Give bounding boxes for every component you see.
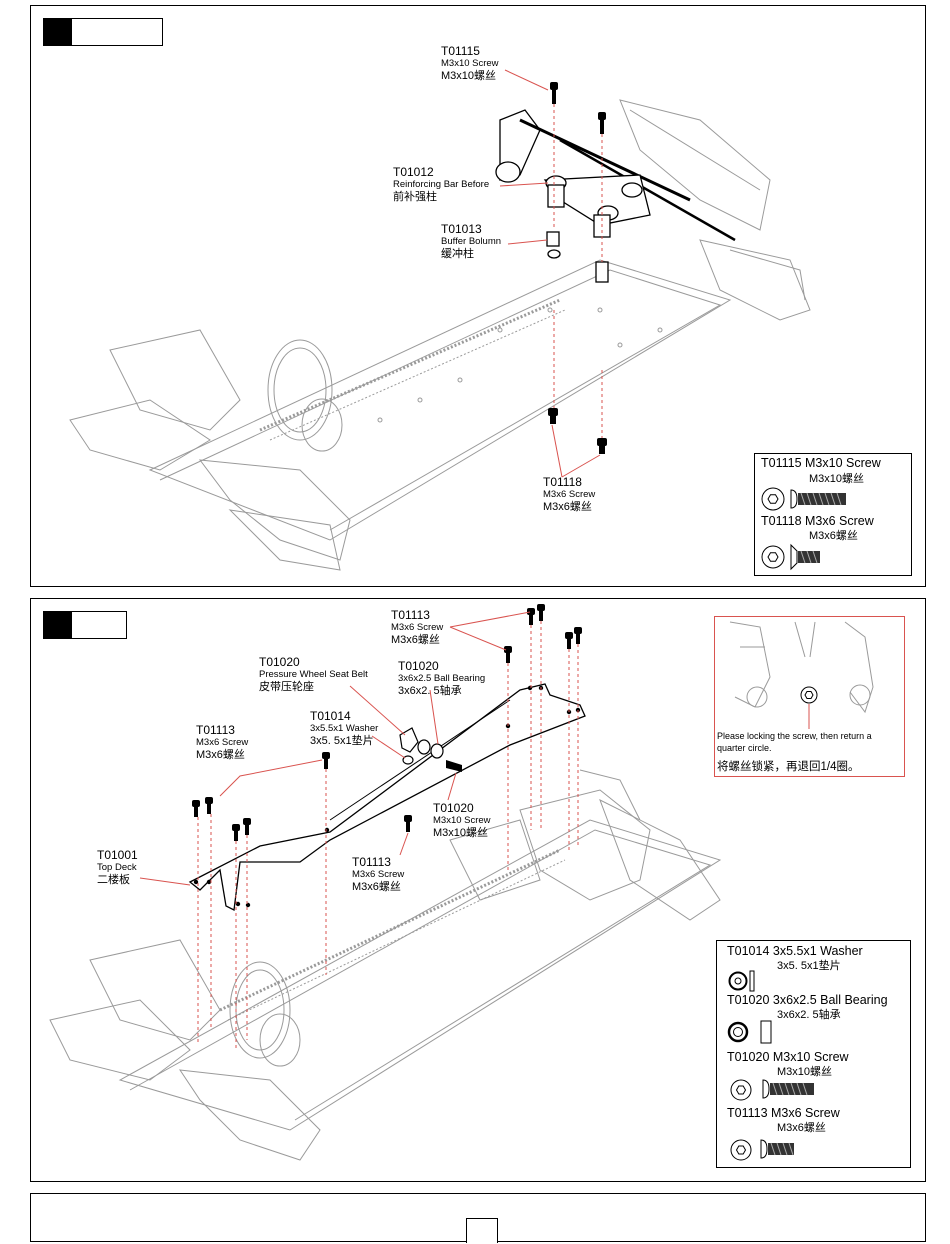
step1-callout-screw-m3x6: T01118 M3x6 Screw M3x6螺丝 <box>543 475 596 513</box>
button-screw-icon <box>790 489 846 509</box>
step1-callout-reinforcing-bar: T01012 Reinforcing Bar Before 前补强柱 <box>393 165 490 203</box>
step2-callout-screw-m3x6-left: T01113 M3x6 Screw M3x6螺丝 <box>196 723 249 761</box>
step2-number-tag <box>43 611 127 639</box>
step2-callout-screw-m3x6-bottom: T01113 M3x6 Screw M3x6螺丝 <box>352 855 405 893</box>
step2-screw-note-box: Please locking the screw, then return a … <box>714 616 905 777</box>
hex-socket-icon <box>730 1139 752 1161</box>
countersunk-screw-icon <box>790 543 820 571</box>
page-number-box <box>466 1218 498 1243</box>
step2-callout-ball-bearing: T01020 3x6x2.5 Ball Bearing 3x6x2. 5轴承 <box>398 659 486 697</box>
hex-socket-icon <box>761 487 785 511</box>
step2-callout-top-deck: T01001 Top Deck 二楼板 <box>97 848 138 886</box>
step2-parts-legend: T01014 3x5.5x1 Washer 3x5. 5x1垫片 T01020 … <box>716 940 911 1168</box>
washer-icon <box>728 970 755 992</box>
hex-socket-icon <box>730 1079 752 1101</box>
step2-callout-screw-m3x6-top: T01113 M3x6 Screw M3x6螺丝 <box>391 608 444 646</box>
step1-callout-buffer-column: T01013 Buffer Bolumn 缓冲柱 <box>441 222 502 260</box>
ball-bearing-icon <box>727 1020 772 1044</box>
button-screw-icon <box>762 1079 814 1099</box>
step1-parts-legend: T01115 M3x10 Screw M3x10螺丝 T01118 M3x6 S… <box>754 453 912 576</box>
step1-number-tag <box>43 18 163 46</box>
button-screw-icon <box>760 1139 794 1159</box>
step1-callout-screw-m3x10: T01115 M3x10 Screw M3x10螺丝 <box>441 44 499 82</box>
note-inset-drawing <box>729 621 874 729</box>
hex-socket-icon <box>761 545 785 569</box>
step2-callout-screw-m3x10: T01020 M3x10 Screw M3x10螺丝 <box>433 801 491 839</box>
step2-callout-pressure-wheel-seat: T01020 Pressure Wheel Seat Belt 皮带压轮座 <box>259 655 368 693</box>
step2-callout-washer: T01014 3x5.5x1 Washer 3x5. 5x1垫片 <box>310 709 379 747</box>
